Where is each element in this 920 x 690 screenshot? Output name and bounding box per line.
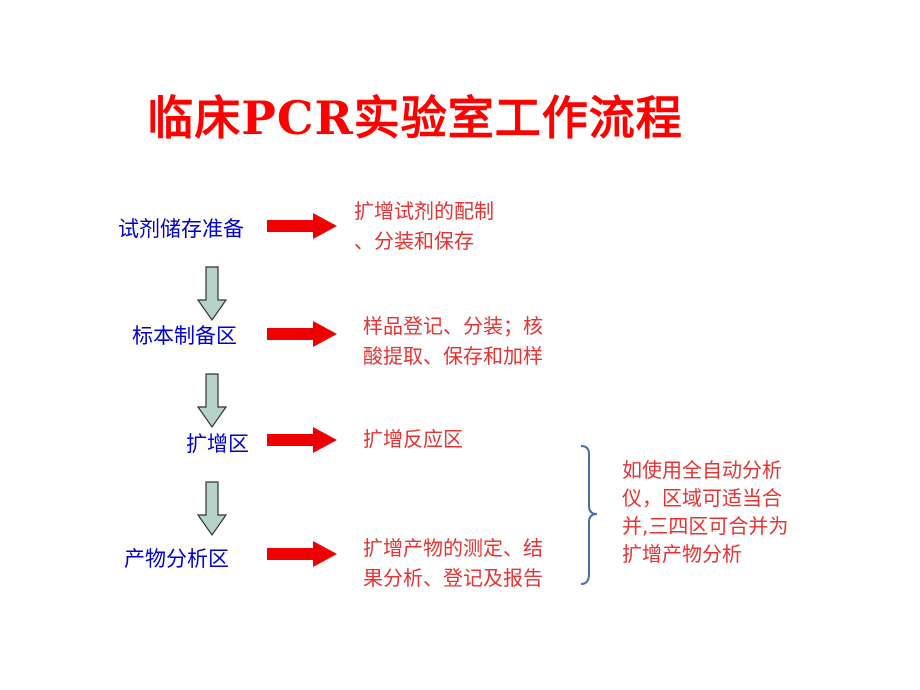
right-arrow-icon (267, 427, 337, 453)
right-arrow-icon (267, 321, 337, 347)
stage-label-analysis: 产物分析区 (124, 547, 229, 571)
stage-desc-specimen: 样品登记、分装；核 酸提取、保存和加样 (363, 314, 543, 368)
down-arrow-icon (197, 266, 227, 322)
right-arrow-icon (267, 541, 337, 567)
stage-label-amplification: 扩增区 (186, 432, 249, 456)
stage-label-reagent: 试剂储存准备 (118, 217, 244, 241)
page-title: 临床PCR实验室工作流程 (147, 91, 683, 145)
stage-desc-reagent: 扩增试剂的配制 、分装和保存 (354, 199, 494, 253)
bracket (580, 445, 598, 585)
stage-label-specimen: 标本制备区 (132, 324, 237, 348)
down-arrow-icon (197, 481, 227, 537)
right-arrow-icon (267, 213, 337, 239)
stage-desc-analysis: 扩增产物的测定、结 果分析、登记及报告 (363, 536, 543, 590)
side-note: 如使用全自动分析 仪，区域可适当合 并,三四区可合并为 扩增产物分析 (622, 458, 789, 566)
down-arrow-icon (197, 373, 227, 429)
stage-desc-amplification: 扩增反应区 (363, 427, 463, 451)
